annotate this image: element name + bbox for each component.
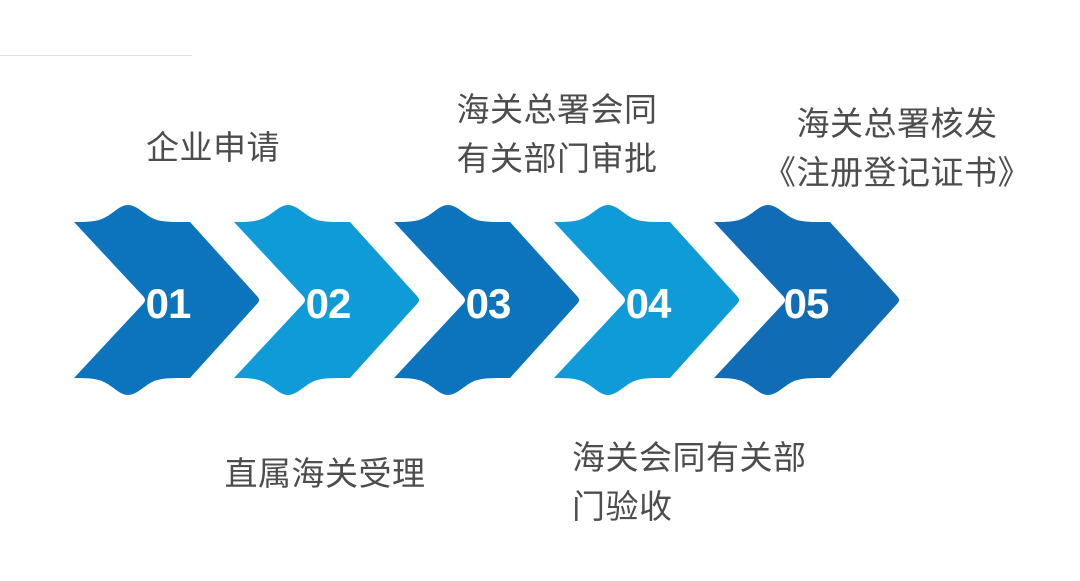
- chevron-step-2[interactable]: 02: [234, 205, 419, 395]
- chevron-shape-1: [74, 205, 259, 395]
- step-number-5: 05: [784, 280, 829, 327]
- chevron-shape-4: [554, 205, 739, 395]
- chevron-shape-2: [234, 205, 419, 395]
- header-divider-rule: [0, 55, 192, 56]
- step-label-2: 直属海关受理: [224, 455, 426, 492]
- chevron-shape-3: [394, 205, 579, 395]
- step-number-1: 01: [146, 280, 191, 327]
- step-label-5: 海关总署核发 《注册登记证书》: [763, 105, 1031, 191]
- chevron-shape-5: [714, 205, 899, 395]
- chevron-step-4[interactable]: 04: [554, 205, 739, 395]
- chevron-step-1[interactable]: 01: [74, 205, 259, 395]
- chevron-step-3[interactable]: 03: [394, 205, 579, 395]
- step-number-2: 02: [306, 280, 351, 327]
- step-label-3: 海关总署会同 有关部门审批: [456, 91, 658, 177]
- step-label-1: 企业申请: [146, 129, 280, 166]
- chevron-step-5[interactable]: 05: [714, 205, 899, 395]
- step-label-4: 海关会同有关部 门验收: [572, 439, 807, 525]
- step-number-4: 04: [626, 280, 672, 327]
- step-number-3: 03: [466, 280, 511, 327]
